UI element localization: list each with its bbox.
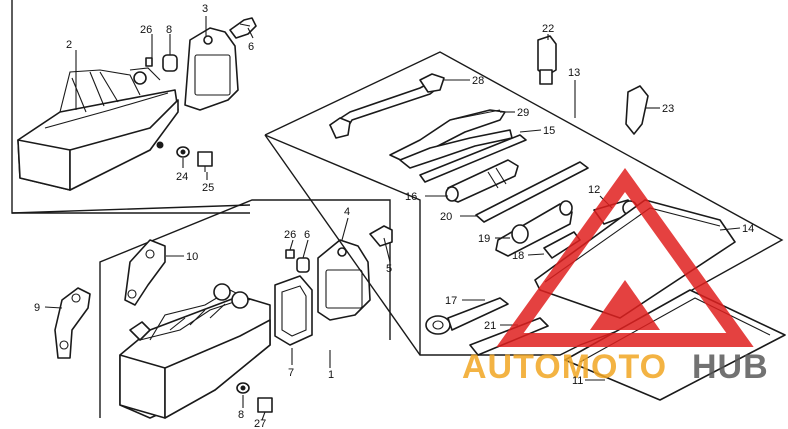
upper-toolbox: [17, 67, 179, 191]
callout-2: 2: [66, 39, 72, 51]
callout-12: 12: [588, 184, 600, 196]
callout-5-lower: 5: [386, 263, 392, 275]
toolkit-frame-inner: [264, 134, 421, 355]
upper-buckle-6: [229, 17, 257, 39]
watermark-logo: AUTOMOTO HUB: [462, 168, 769, 386]
screwdriver-15: [419, 134, 527, 183]
washer-24: [176, 146, 190, 158]
bolt-27: [257, 397, 273, 413]
lower-bolt-26: [285, 249, 295, 259]
callout-7: 7: [288, 367, 294, 379]
lower-strap: [317, 239, 371, 321]
key-22: [537, 35, 557, 85]
callout-23: 23: [662, 103, 674, 115]
callout-1: 1: [328, 369, 334, 381]
callout-19: 19: [478, 233, 490, 245]
callout-24: 24: [176, 171, 188, 183]
callout-4: 4: [344, 206, 350, 218]
callout-22: 22: [542, 23, 554, 35]
upper-frame-bottom: [11, 204, 251, 214]
callout-20: 20: [440, 211, 452, 223]
callout-15: 15: [543, 125, 555, 137]
callout-14: 14: [742, 223, 754, 235]
callout-6-lower: 6: [304, 229, 310, 241]
callout-26-upper: 26: [140, 24, 152, 36]
upper-bolt-26: [145, 57, 153, 67]
seal-7: [274, 275, 313, 346]
callout-25: 25: [202, 182, 214, 194]
handle-16: [445, 159, 519, 203]
leader-lines: [44, 16, 741, 421]
callout-9: 9: [34, 302, 40, 314]
callout-26-lower: 26: [284, 229, 296, 241]
key-23: [625, 85, 649, 135]
watermark-text-automoto: AUTOMOTO: [462, 348, 667, 386]
callout-6-upper: 6: [248, 41, 254, 53]
bolt-25: [197, 151, 213, 172]
lower-toolbox: [119, 283, 271, 419]
callout-8-lower: 8: [238, 409, 244, 421]
callout-21: 21: [484, 320, 496, 332]
callout-8-upper: 8: [166, 24, 172, 36]
socket-19: [495, 200, 573, 257]
upper-strap: [184, 27, 239, 111]
callouts: 2 3 26 8 6 24 25 4 5 26 6 10 9 7 1 8 27 …: [34, 3, 754, 429]
wrench-17: [425, 297, 509, 335]
pliers-29: [389, 109, 513, 169]
callout-13: 13: [568, 67, 580, 79]
callout-10: 10: [186, 251, 198, 263]
lower-buckle-5: [369, 225, 393, 247]
rod-20: [475, 161, 589, 223]
lower-toolbox-frame: [99, 199, 391, 418]
callout-16: 16: [405, 191, 417, 203]
callout-29: 29: [517, 107, 529, 119]
callout-17: 17: [445, 295, 457, 307]
callout-18: 18: [512, 250, 524, 262]
watermark-inner-shape-icon: [590, 280, 660, 330]
wrench-28: [329, 73, 445, 139]
callout-28: 28: [472, 75, 484, 87]
lower-washer-8: [236, 382, 250, 394]
bracket-10: [124, 239, 166, 306]
watermark-text-hub: HUB: [692, 348, 769, 386]
callout-11: 11: [572, 375, 583, 387]
upper-rubber-8: [162, 54, 178, 72]
callout-3: 3: [202, 3, 208, 15]
bracket-9: [54, 287, 91, 359]
lower-rubber-6: [296, 257, 310, 273]
watermark-triangle-icon: [496, 168, 754, 347]
callout-27: 27: [254, 418, 266, 429]
